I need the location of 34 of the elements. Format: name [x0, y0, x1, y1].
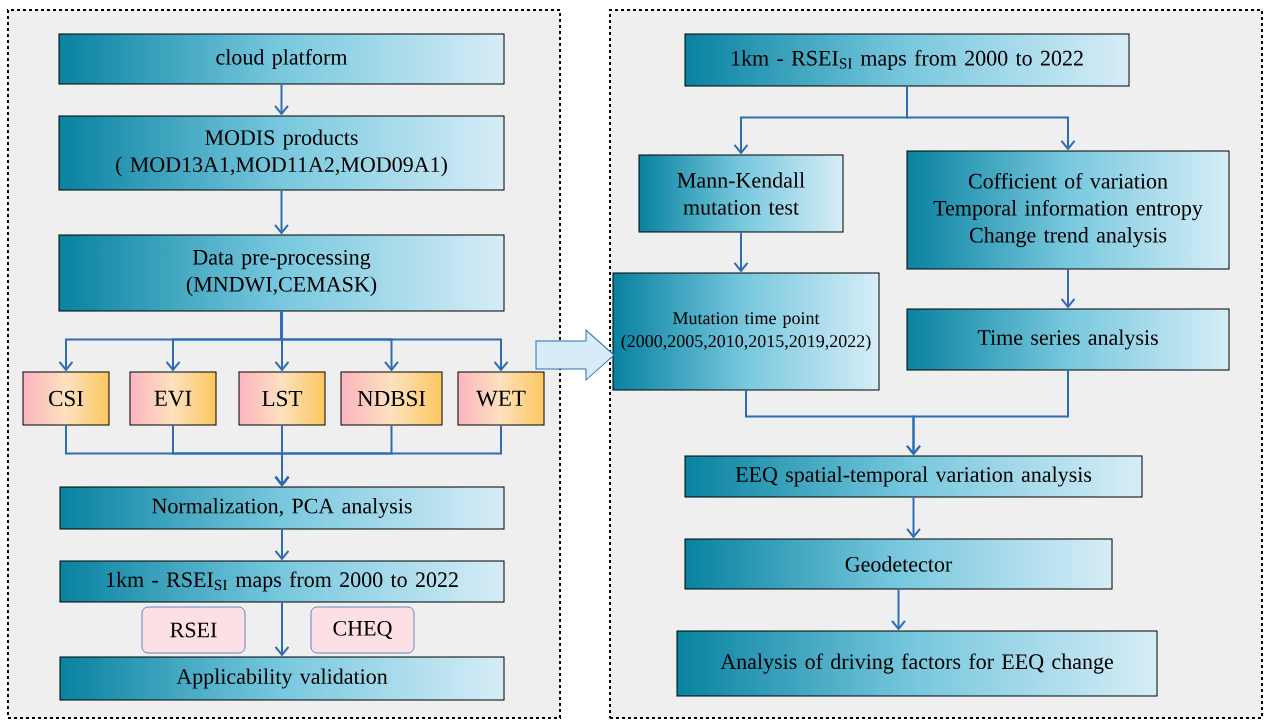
arrow [891, 588, 906, 631]
index-box: EVI [129, 371, 217, 426]
index-box: LST [238, 371, 326, 426]
process-box: Geodetector [684, 538, 1113, 590]
arrow [906, 496, 921, 539]
arrow [274, 424, 502, 487]
arrow [274, 83, 289, 116]
process-box: Analysis of driving factors for EEQ change [676, 630, 1158, 697]
process-box: Normalization, PCA analysis [59, 486, 505, 530]
arrow [274, 189, 289, 235]
arrow [274, 528, 290, 561]
index-box: CSI [22, 371, 110, 426]
index-box: WET [457, 371, 545, 426]
index-box: NDBSI [340, 371, 443, 426]
process-box: MODIS products ( MOD13A1,MOD11A2,MOD09A1) [58, 115, 505, 191]
arrow [274, 601, 290, 657]
arrow [1060, 268, 1076, 309]
process-box: 1km - RSEI$_{SI}$ maps from 2000 to 2022 [59, 560, 505, 603]
arrow [906, 85, 1076, 151]
arrow [280, 310, 509, 372]
arrow [906, 369, 1069, 456]
process-box: Data pre-processing (MNDWI,CEMASK) [58, 234, 505, 312]
process-box: 1km - RSEI$_{SI}$ maps from 2000 to 2022 [684, 33, 1130, 87]
process-box: Mann-Kendall mutation test [638, 154, 844, 233]
process-box: cloud platform [58, 33, 505, 85]
block-arrow [535, 329, 615, 381]
process-box: Applicability validation [59, 656, 505, 701]
reference-tab: CHEQ [310, 606, 415, 654]
process-box: Mutation time point (2000,2005,2010,2015,2019,2022) [612, 272, 880, 391]
process-box: Time series analysis [906, 308, 1230, 371]
reference-tab: RSEI [141, 606, 246, 654]
process-box: EEQ spatial-temporal variation analysis [684, 455, 1143, 498]
arrow [733, 231, 749, 273]
process-box: Cofficient of variation Temporal information entropy Change trend analysis [906, 150, 1230, 270]
